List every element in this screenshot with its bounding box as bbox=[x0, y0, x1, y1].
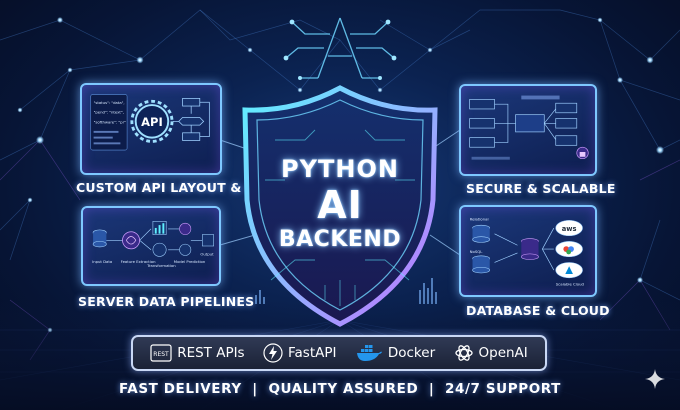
tech-label-docker: Docker bbox=[387, 345, 436, 361]
tech-stack-bar: REST REST APIs FastAPI Docker OpenA bbox=[131, 335, 547, 371]
data-pipeline-panel: Input Data Feature Extraction Transforma… bbox=[81, 206, 221, 286]
db-node-scalable-cloud: Scalable Cloud bbox=[556, 281, 585, 286]
pipeline-node-transform: Transformation bbox=[146, 263, 176, 268]
code-line-3: "softhware": "pr" bbox=[94, 119, 127, 124]
api-badge: API bbox=[141, 115, 163, 129]
tech-label-fastapi: FastAPI bbox=[287, 345, 337, 361]
api-layout-diagram: "status": "data", "pend": "ntext", "soft… bbox=[90, 94, 210, 151]
tech-item-docker: Docker bbox=[355, 343, 435, 363]
tech-item-openai: OpenAI bbox=[454, 343, 528, 363]
sparkle-icon bbox=[645, 369, 665, 389]
tech-label-openai: OpenAI bbox=[478, 345, 528, 361]
tech-item-rest: REST REST APIs bbox=[150, 344, 245, 362]
tech-item-fastapi: FastAPI bbox=[263, 343, 336, 363]
secure-scalable-label: SECURE & SCALABLE bbox=[466, 181, 616, 196]
docker-whale-icon bbox=[356, 345, 382, 361]
code-line-1: "status": "data", bbox=[94, 100, 125, 105]
shield-emblem bbox=[242, 85, 438, 327]
api-layout-panel: "status": "data", "pend": "ntext", "soft… bbox=[80, 83, 222, 175]
data-pipeline-label: SERVER DATA PIPELINES bbox=[78, 294, 255, 309]
openai-knot-icon bbox=[454, 345, 473, 361]
shield-title-python: PYTHON bbox=[281, 155, 399, 183]
db-node-relational: Relational bbox=[470, 216, 489, 221]
shield-title-backend: BACKEND bbox=[278, 227, 402, 252]
secure-scalable-panel bbox=[459, 84, 597, 176]
database-cloud-label: DATABASE & CLOUD bbox=[466, 303, 610, 318]
google-cloud-icon bbox=[563, 246, 574, 255]
tech-label-rest: REST APIs bbox=[177, 345, 245, 361]
code-line-2: "pend": "ntext", bbox=[94, 110, 124, 115]
pipeline-node-input: Input Data bbox=[92, 259, 112, 264]
db-node-nosql: NoSQL bbox=[470, 249, 484, 254]
rest-api-icon: REST bbox=[150, 344, 172, 362]
pipeline-node-feature: Feature Extraction bbox=[121, 259, 157, 264]
database-cloud-diagram: Relational NoSQL aws Scalable Cloud bbox=[470, 216, 585, 286]
footer-tagline: FAST DELIVERY | QUALITY ASSURED | 24/7 S… bbox=[119, 381, 561, 397]
pipeline-node-model: Model Prediction bbox=[174, 259, 206, 264]
secure-scalable-diagram bbox=[469, 95, 589, 160]
lightning-bolt-icon bbox=[263, 343, 283, 363]
pipeline-node-output: Output bbox=[200, 252, 214, 257]
shield-title-ai: AI bbox=[317, 183, 363, 227]
database-cloud-panel: Relational NoSQL aws Scalable Cloud bbox=[459, 205, 597, 297]
aws-logo-text: aws bbox=[562, 225, 577, 233]
svg-text:REST: REST bbox=[153, 351, 169, 358]
api-layout-label: CUSTOM API LAYOUT & LOGIC bbox=[76, 180, 290, 195]
python-ai-backend-shield: PYTHON AI BACKEND bbox=[235, 80, 445, 330]
data-pipeline-diagram: Input Data Feature Extraction Transforma… bbox=[92, 221, 214, 268]
